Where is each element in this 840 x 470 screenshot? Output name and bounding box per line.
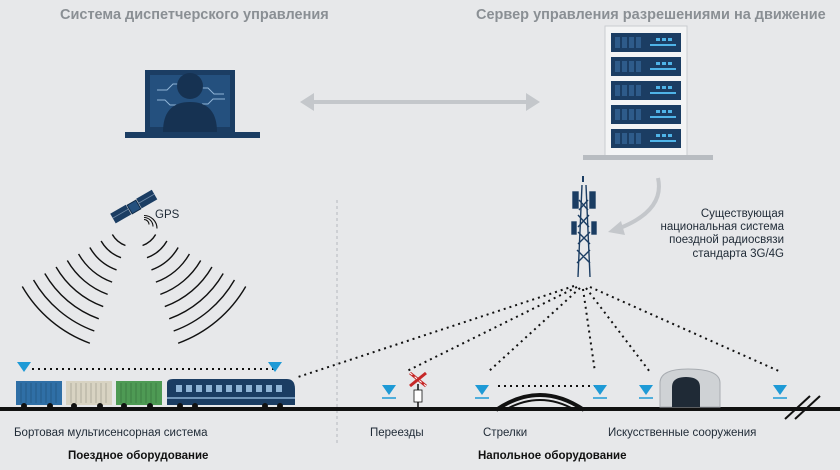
gps-wave bbox=[151, 247, 179, 271]
gps-wave bbox=[146, 240, 168, 259]
wheel bbox=[277, 403, 283, 409]
network-label: Существующая национальная система поездн… bbox=[640, 208, 784, 261]
train-window bbox=[196, 385, 202, 392]
server-unit bbox=[611, 129, 681, 148]
server-unit bbox=[611, 105, 681, 124]
curved-arrow-icon bbox=[619, 177, 661, 230]
switches-label: Стрелки bbox=[483, 427, 528, 439]
sensor-triangle bbox=[268, 362, 282, 372]
crossings-label: Переезды bbox=[370, 427, 424, 439]
gps-wave bbox=[160, 260, 202, 296]
sensor-triangle bbox=[639, 385, 653, 395]
train-window bbox=[236, 385, 242, 392]
train-window bbox=[186, 385, 192, 392]
train-window bbox=[276, 385, 282, 392]
server-unit bbox=[611, 81, 681, 100]
wheel bbox=[192, 403, 198, 409]
gps-signal-waves bbox=[21, 214, 247, 344]
dispatcher-workstation-icon bbox=[125, 70, 260, 138]
sensor-triangle bbox=[475, 385, 489, 395]
sensor-triangle bbox=[17, 362, 31, 372]
gps-wave bbox=[66, 260, 108, 296]
railroad-crossing-icon bbox=[409, 371, 427, 407]
network-label-line: Существующая bbox=[700, 208, 784, 220]
network-label-line: поездной радиосвязи bbox=[669, 234, 784, 247]
gps-wave bbox=[32, 279, 95, 332]
satellite-icon bbox=[110, 189, 158, 224]
tunnel-icon bbox=[659, 368, 721, 408]
train-window bbox=[226, 385, 232, 392]
gps-wave bbox=[77, 253, 113, 283]
train-window bbox=[246, 385, 252, 392]
train-window bbox=[206, 385, 212, 392]
gps-wave bbox=[100, 240, 122, 259]
onboard-system-label: Бортовая мультисенсорная система bbox=[14, 427, 208, 439]
structures-label: Искусственные сооружения bbox=[608, 427, 757, 439]
wheel bbox=[97, 403, 103, 409]
train-icon bbox=[16, 379, 295, 409]
sensor-triangle bbox=[773, 385, 787, 395]
gps-label: GPS bbox=[155, 209, 180, 221]
gps-wave bbox=[111, 234, 126, 247]
gps-wave bbox=[89, 247, 117, 271]
train-window bbox=[216, 385, 222, 392]
gps-wave bbox=[142, 234, 157, 247]
server-unit bbox=[611, 33, 681, 52]
sensor-markers bbox=[17, 362, 787, 399]
dispatch-system-title: Система диспетчерского управления bbox=[60, 7, 329, 23]
sensor-triangle bbox=[382, 385, 396, 395]
train-window bbox=[176, 385, 182, 392]
network-label-line: стандарта 3G/4G bbox=[692, 247, 785, 260]
gps-wave bbox=[55, 266, 104, 308]
gps-wave bbox=[168, 273, 224, 320]
gps-wave bbox=[177, 286, 247, 344]
server-title: Сервер управления разрешениями на движен… bbox=[476, 7, 826, 23]
bridge-icon bbox=[494, 393, 586, 412]
train-window bbox=[256, 385, 262, 392]
radio-tower-icon bbox=[571, 176, 597, 278]
wheel bbox=[21, 403, 27, 409]
gps-wave bbox=[21, 286, 91, 344]
server-unit bbox=[611, 57, 681, 76]
train-equipment-title: Поездное оборудование bbox=[68, 450, 209, 462]
train-window bbox=[266, 385, 272, 392]
ground-equipment-title: Напольное оборудование bbox=[478, 450, 627, 462]
dotted-connections bbox=[32, 285, 782, 387]
wheel bbox=[47, 403, 53, 409]
gps-wave bbox=[155, 253, 191, 283]
railway-track bbox=[0, 395, 840, 420]
gps-wave bbox=[164, 266, 213, 308]
two-way-arrow-icon bbox=[300, 93, 540, 111]
network-label-line: национальная система bbox=[660, 221, 784, 234]
wheel bbox=[147, 403, 153, 409]
wheel bbox=[121, 403, 127, 409]
server-rack-icon bbox=[583, 25, 713, 160]
gps-wave bbox=[44, 273, 100, 320]
wheel bbox=[177, 403, 183, 409]
gps-wave bbox=[173, 279, 236, 332]
sensor-triangle bbox=[593, 385, 607, 395]
wheel bbox=[71, 403, 77, 409]
wheel bbox=[262, 403, 268, 409]
